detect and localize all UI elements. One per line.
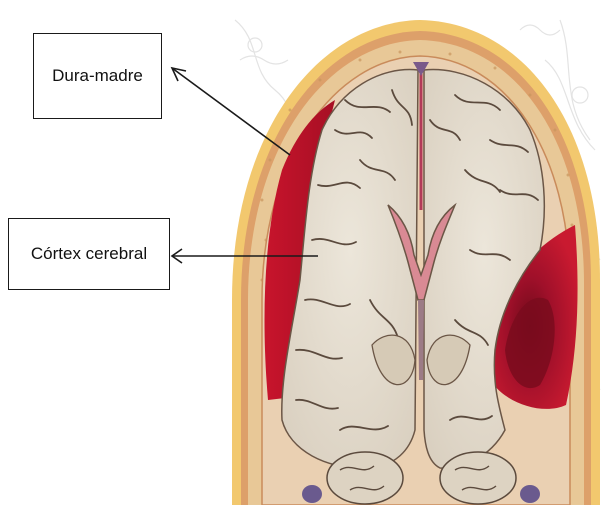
label-cortex-text: Córtex cerebral <box>31 244 147 264</box>
arrow-dura <box>172 68 290 155</box>
label-box-cortex: Córtex cerebral <box>8 218 170 290</box>
third-ventricle <box>418 300 424 380</box>
label-box-dura: Dura-madre <box>33 33 162 119</box>
label-dura-text: Dura-madre <box>52 66 143 86</box>
